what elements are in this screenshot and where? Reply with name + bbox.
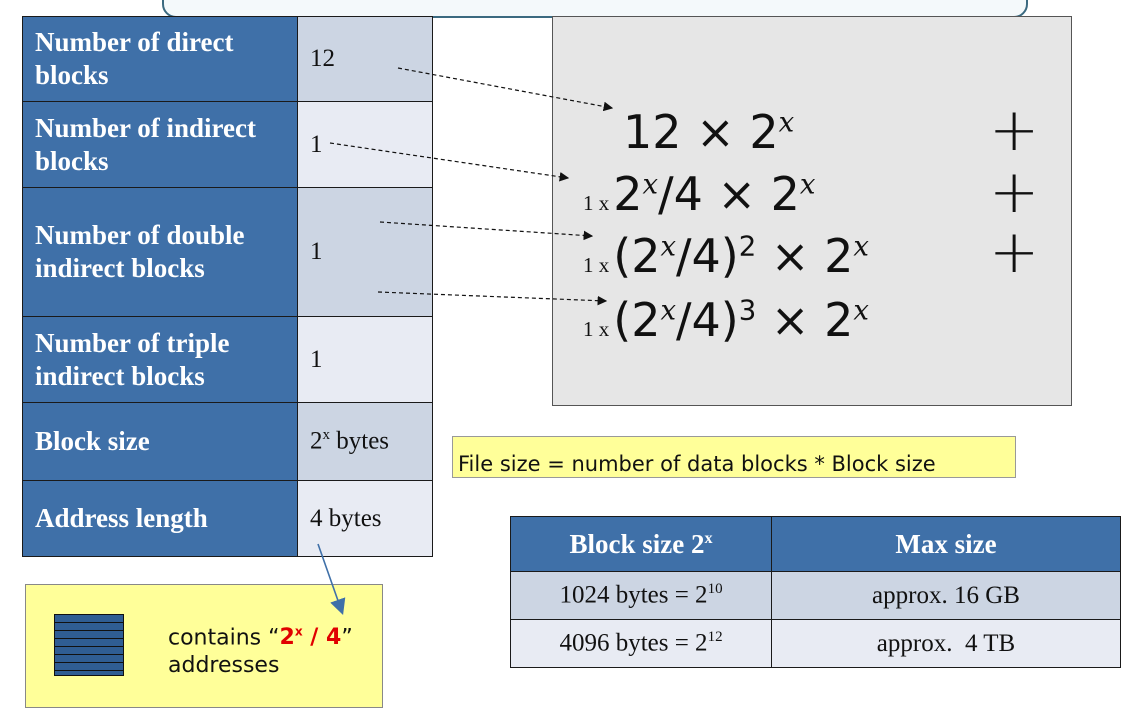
block-exponent: 12 (707, 629, 723, 646)
plus-sign: + (989, 217, 1040, 287)
max-table-header: Block size 2x Max size (510, 516, 1121, 572)
formula-panel: 12 × 2x 1 x2x/4 × 2x 1 x(2x/4)2 × 2x 1 x… (552, 16, 1072, 406)
header-text: Block size 2 (569, 528, 705, 559)
header-max-size: Max size (771, 516, 1121, 572)
spec-row-address-length: Address length 4 bytes (22, 480, 433, 557)
block-cell: 4096 bytes = 212 (510, 619, 772, 668)
multiplier: 1 x (583, 253, 610, 277)
max-cell: approx. 4 TB (771, 619, 1121, 668)
arrow-address-to-legend (317, 543, 346, 616)
formula-row-double-indirect: 1 x(2x/4)2 × 2x (583, 229, 869, 283)
legend-highlight: 2 (279, 625, 295, 651)
spec-row-direct: Number of direct blocks 12 (22, 16, 433, 102)
multiplier: 1 x (583, 191, 610, 215)
block-size-base: 2 (310, 427, 323, 455)
arrow-double-indirect (379, 221, 594, 241)
formula-term: 2 (613, 167, 643, 221)
spec-value: 2x bytes (297, 402, 433, 481)
spec-value: 1 (297, 187, 433, 317)
legend-highlight-divisor: / 4 (302, 625, 342, 651)
spec-label: Number of indirect blocks (22, 101, 298, 188)
spec-row-block-size: Block size 2x bytes (22, 402, 433, 481)
file-size-note: File size = number of data blocks * Bloc… (458, 452, 936, 476)
legend-line2: addresses (168, 653, 280, 679)
spec-label: Block size (22, 402, 298, 481)
spec-value: 1 (297, 101, 433, 188)
formula-row-triple-indirect: 1 x(2x/4)3 × 2x (583, 293, 869, 347)
spec-value: 1 (297, 316, 433, 403)
header-exponent: x (704, 528, 713, 547)
spec-row-double-indirect: Number of double indirect blocks 1 (22, 187, 433, 317)
block-exponent: 10 (707, 581, 723, 598)
legend-highlight-exponent: x (294, 625, 303, 639)
legend-text: contains “2x / 4” addresses (168, 618, 353, 680)
spec-row-triple-indirect: Number of triple indirect blocks 1 (22, 316, 433, 403)
index-block-icon (54, 614, 124, 676)
arrow-triple-indirect (377, 291, 608, 306)
arrow-indirect (329, 142, 570, 182)
spec-value: 12 (297, 16, 433, 102)
spec-value: 4 bytes (297, 480, 433, 557)
block-cell: 1024 bytes = 210 (510, 571, 772, 620)
max-cell: approx. 16 GB (771, 571, 1121, 620)
plus-sign: + (989, 95, 1040, 165)
file-size-note-box (452, 436, 1016, 478)
arrow-direct (397, 67, 614, 112)
plus-sign: + (989, 157, 1040, 227)
header-block-size: Block size 2x (510, 516, 772, 572)
table-row: 1024 bytes = 210 approx. 16 GB (510, 571, 1121, 620)
table-row: 4096 bytes = 212 approx. 4 TB (510, 619, 1121, 668)
block-text: 1024 bytes = 2 (559, 581, 708, 609)
legend-prefix: contains “ (168, 625, 280, 651)
block-text: 4096 bytes = 2 (559, 629, 708, 657)
block-size-unit: bytes (330, 427, 390, 455)
legend-suffix: ” (341, 625, 353, 651)
formula-row-indirect: 1 x2x/4 × 2x (583, 167, 816, 221)
multiplier: 1 x (583, 317, 610, 341)
formula-term: 12 × 2 (623, 105, 779, 159)
inode-spec-table: Number of direct blocks 12 Number of ind… (22, 16, 433, 557)
spec-row-indirect: Number of indirect blocks 1 (22, 101, 433, 188)
formula-row-direct: 12 × 2x (623, 105, 795, 159)
max-size-table: Block size 2x Max size 1024 bytes = 210 … (510, 516, 1121, 668)
block-size-exponent: x (322, 427, 331, 444)
spec-label: Number of direct blocks (22, 16, 298, 102)
spec-label: Number of double indirect blocks (22, 187, 298, 317)
